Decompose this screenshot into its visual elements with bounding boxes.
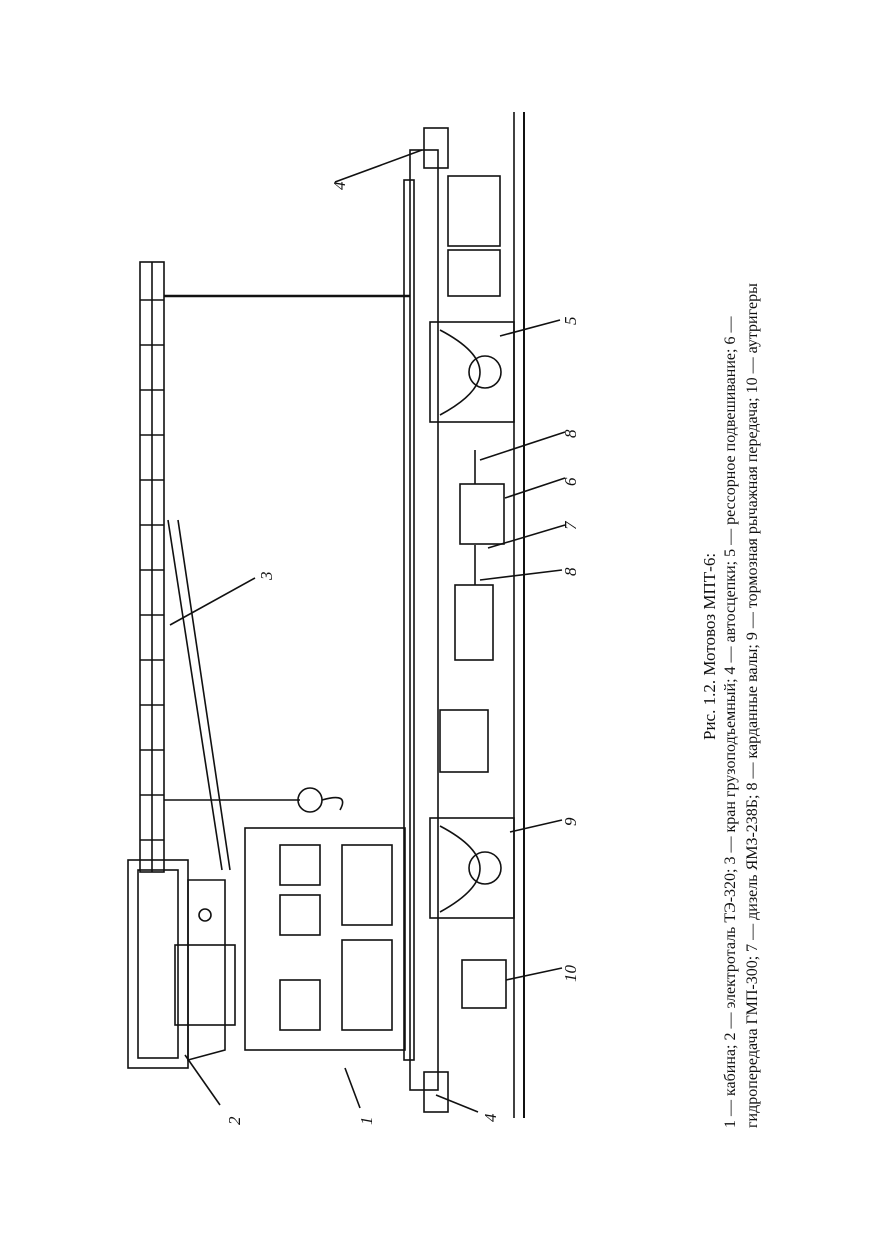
callout-10: 10 [561, 965, 580, 983]
bogie-front [429, 321, 515, 423]
coupler-front [423, 127, 449, 169]
callout-3: 3 [257, 572, 276, 582]
callout-6: 6 [561, 477, 580, 486]
bogie-rear [429, 817, 515, 919]
callout-4-front: 4 [330, 181, 349, 190]
diesel-engine-block [454, 584, 494, 661]
callout-8-lower: 8 [561, 567, 580, 576]
callout-2: 2 [225, 1116, 244, 1125]
cabin [244, 827, 406, 1051]
hydraulic-transmission-block [459, 483, 505, 545]
callout-9: 9 [561, 817, 580, 826]
hook-block [297, 787, 323, 813]
callout-labels: 1 2 3 4 4 5 6 7 8 8 9 10 [225, 181, 580, 1125]
boom-strut [167, 519, 223, 871]
coupler-rear [423, 1071, 449, 1113]
electric-hoist [127, 859, 189, 1069]
callout-1: 1 [357, 1117, 376, 1126]
callout-8-upper: 8 [561, 429, 580, 438]
callout-4-rear: 4 [481, 1113, 500, 1122]
callout-5: 5 [561, 317, 580, 326]
callout-7: 7 [561, 520, 580, 530]
outrigger [461, 959, 507, 1009]
